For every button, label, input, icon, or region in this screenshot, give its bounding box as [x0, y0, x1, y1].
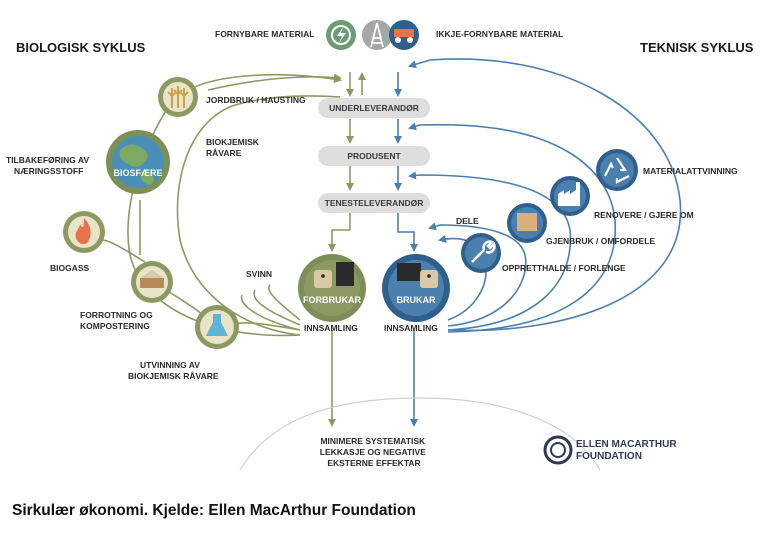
maintain-node — [461, 233, 501, 273]
waste-label: SVINN — [246, 269, 272, 279]
producer-stage: PRODUSENT — [318, 146, 430, 166]
ellen-macarthur-logo: ELLEN MACARTHUR FOUNDATION — [543, 435, 677, 465]
recycle-energy-icon — [326, 20, 356, 50]
farming-node — [158, 77, 198, 117]
leakage-line2: LEKKASJE OG NEGATIVE — [320, 447, 426, 457]
box-icon — [517, 213, 537, 231]
consumer-label: FORBRUKAR — [303, 295, 361, 305]
reuse-node — [507, 203, 547, 243]
oil-rig-icon — [362, 20, 392, 50]
biochemical-feedstock-line1: BIOKJEMISK — [206, 137, 260, 147]
nutrient-return-label: TILBAKEFØRING AV NÆRINGSSTOFF — [6, 155, 91, 176]
user-label: BRUKAR — [397, 295, 436, 305]
extraction-label: UTVINNING AV BIOKJEMISK RÅVARE — [128, 360, 219, 381]
person-icon-tech — [420, 270, 438, 288]
biosphere-label: BIOSFÆRE — [113, 168, 162, 178]
central-flows — [328, 72, 418, 427]
leakage-line1: MINIMERE SYSTEMATISK — [320, 436, 426, 446]
biosphere-node: BIOSFÆRE — [106, 130, 170, 194]
biogas-node — [63, 211, 105, 253]
recycling-label: MATERIALATTVINNING — [643, 166, 738, 176]
composting-label: FORROTNING OG KOMPOSTERING — [80, 310, 155, 331]
renewable-materials-label: FORNYBARE MATERIAL — [215, 29, 314, 39]
service-provider-stage: TENESTELEVERANDØR — [318, 193, 430, 213]
user-node: BRUKAR — [382, 254, 450, 322]
bio-collection-label: INNSAMLING — [304, 323, 358, 333]
factory-icon — [558, 182, 580, 206]
recycling-node — [596, 149, 638, 191]
mining-truck-icon — [389, 20, 419, 50]
barcode-icon — [336, 262, 354, 286]
supplier-stage: UNDERLEVERANDØR — [318, 98, 430, 118]
tech-collection-label: INNSAMLING — [384, 323, 438, 333]
reuse-label: GJENBRUK / OMFORDELE — [546, 236, 655, 246]
biogas-label: BIOGASS — [50, 263, 90, 273]
extraction-node — [195, 305, 239, 349]
composting-line2: KOMPOSTERING — [80, 321, 150, 331]
flask-icon — [206, 314, 228, 336]
producer-label: PRODUSENT — [347, 151, 401, 161]
composting-node — [131, 261, 173, 303]
non-renewable-materials-label: IKKJE-FORNYBARE MATERIAL — [436, 29, 563, 39]
service-provider-label: TENESTELEVERANDØR — [325, 198, 424, 208]
compost-icon — [140, 278, 164, 288]
leakage-line3: EKSTERNE EFFEKTAR — [327, 458, 420, 468]
share-label: DELE — [456, 216, 479, 226]
nutrient-return-line1: TILBAKEFØRING AV — [6, 155, 89, 165]
biological-cycle-header: BIOLOGISK SYKLUS — [16, 40, 146, 55]
figure-caption: Sirkulær økonomi. Kjelde: Ellen MacArthu… — [12, 502, 416, 519]
recycle-icon — [604, 157, 630, 184]
wrench-icon — [471, 240, 496, 263]
refurbish-node — [550, 176, 590, 216]
nutrient-return-line2: NÆRINGSSTOFF — [14, 166, 83, 176]
extraction-line2: BIOKJEMISK RÅVARE — [128, 371, 219, 381]
extraction-line1: UTVINNING AV — [140, 360, 200, 370]
composting-line1: FORROTNING OG — [80, 310, 153, 320]
consumer-node: FORBRUKAR — [298, 254, 366, 322]
farming-label: JORDBRUK / HAUSTING — [206, 95, 306, 105]
wheat-icon — [167, 86, 189, 108]
supplier-label: UNDERLEVERANDØR — [329, 103, 419, 113]
biochemical-feedstock-label: BIOKJEMISK RÅVARE — [206, 137, 261, 158]
maintain-label: OPPRETTHALDE / FORLENGE — [502, 263, 626, 273]
flame-icon — [75, 218, 91, 245]
logo-line2: FOUNDATION — [576, 451, 642, 462]
technical-loops — [408, 58, 682, 333]
logo-line1: ELLEN MACARTHUR — [576, 439, 677, 450]
screen-icon — [397, 263, 421, 281]
biochemical-feedstock-line2: RÅVARE — [206, 148, 242, 158]
technical-cycle-header: TEKNISK SYKLUS — [640, 40, 754, 55]
leakage-label: MINIMERE SYSTEMATISK LEKKASJE OG NEGATIV… — [320, 436, 428, 468]
person-icon — [314, 270, 332, 288]
leakage-dome — [239, 397, 601, 471]
refurbish-label: RENOVERE / GJERE OM — [594, 210, 694, 220]
